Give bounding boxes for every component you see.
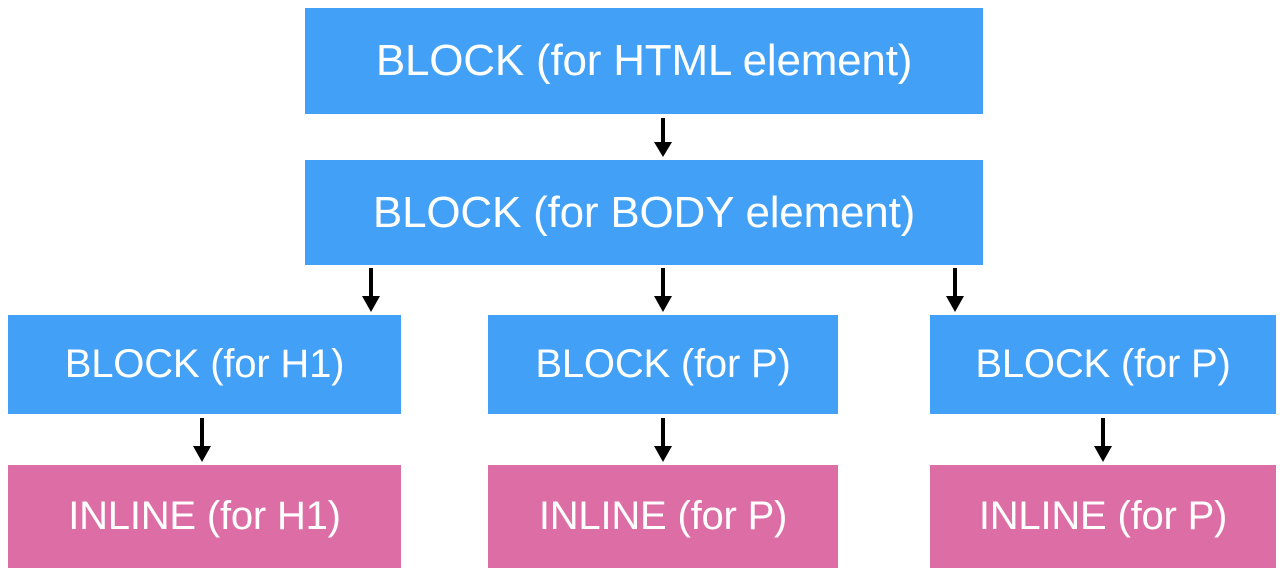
node-inline-h1: INLINE (for H1): [8, 465, 401, 568]
arrow-html-to-body: [651, 118, 675, 158]
node-inline-p-first: INLINE (for P): [488, 465, 838, 568]
arrow-block-h1-to-inline-h1: [190, 418, 214, 463]
arrow-body-to-block-p2: [943, 268, 967, 313]
arrow-body-to-block-h1: [359, 268, 383, 313]
node-block-html: BLOCK (for HTML element): [305, 8, 983, 114]
arrow-body-to-block-p1: [651, 268, 675, 313]
node-inline-p-second: INLINE (for P): [930, 465, 1276, 568]
node-block-h1: BLOCK (for H1): [8, 315, 401, 414]
node-block-body: BLOCK (for BODY element): [305, 160, 983, 265]
node-block-p-first: BLOCK (for P): [488, 315, 838, 414]
arrow-block-p1-to-inline-p1: [651, 418, 675, 463]
node-block-p-second: BLOCK (for P): [930, 315, 1276, 414]
arrow-block-p2-to-inline-p2: [1091, 418, 1115, 463]
